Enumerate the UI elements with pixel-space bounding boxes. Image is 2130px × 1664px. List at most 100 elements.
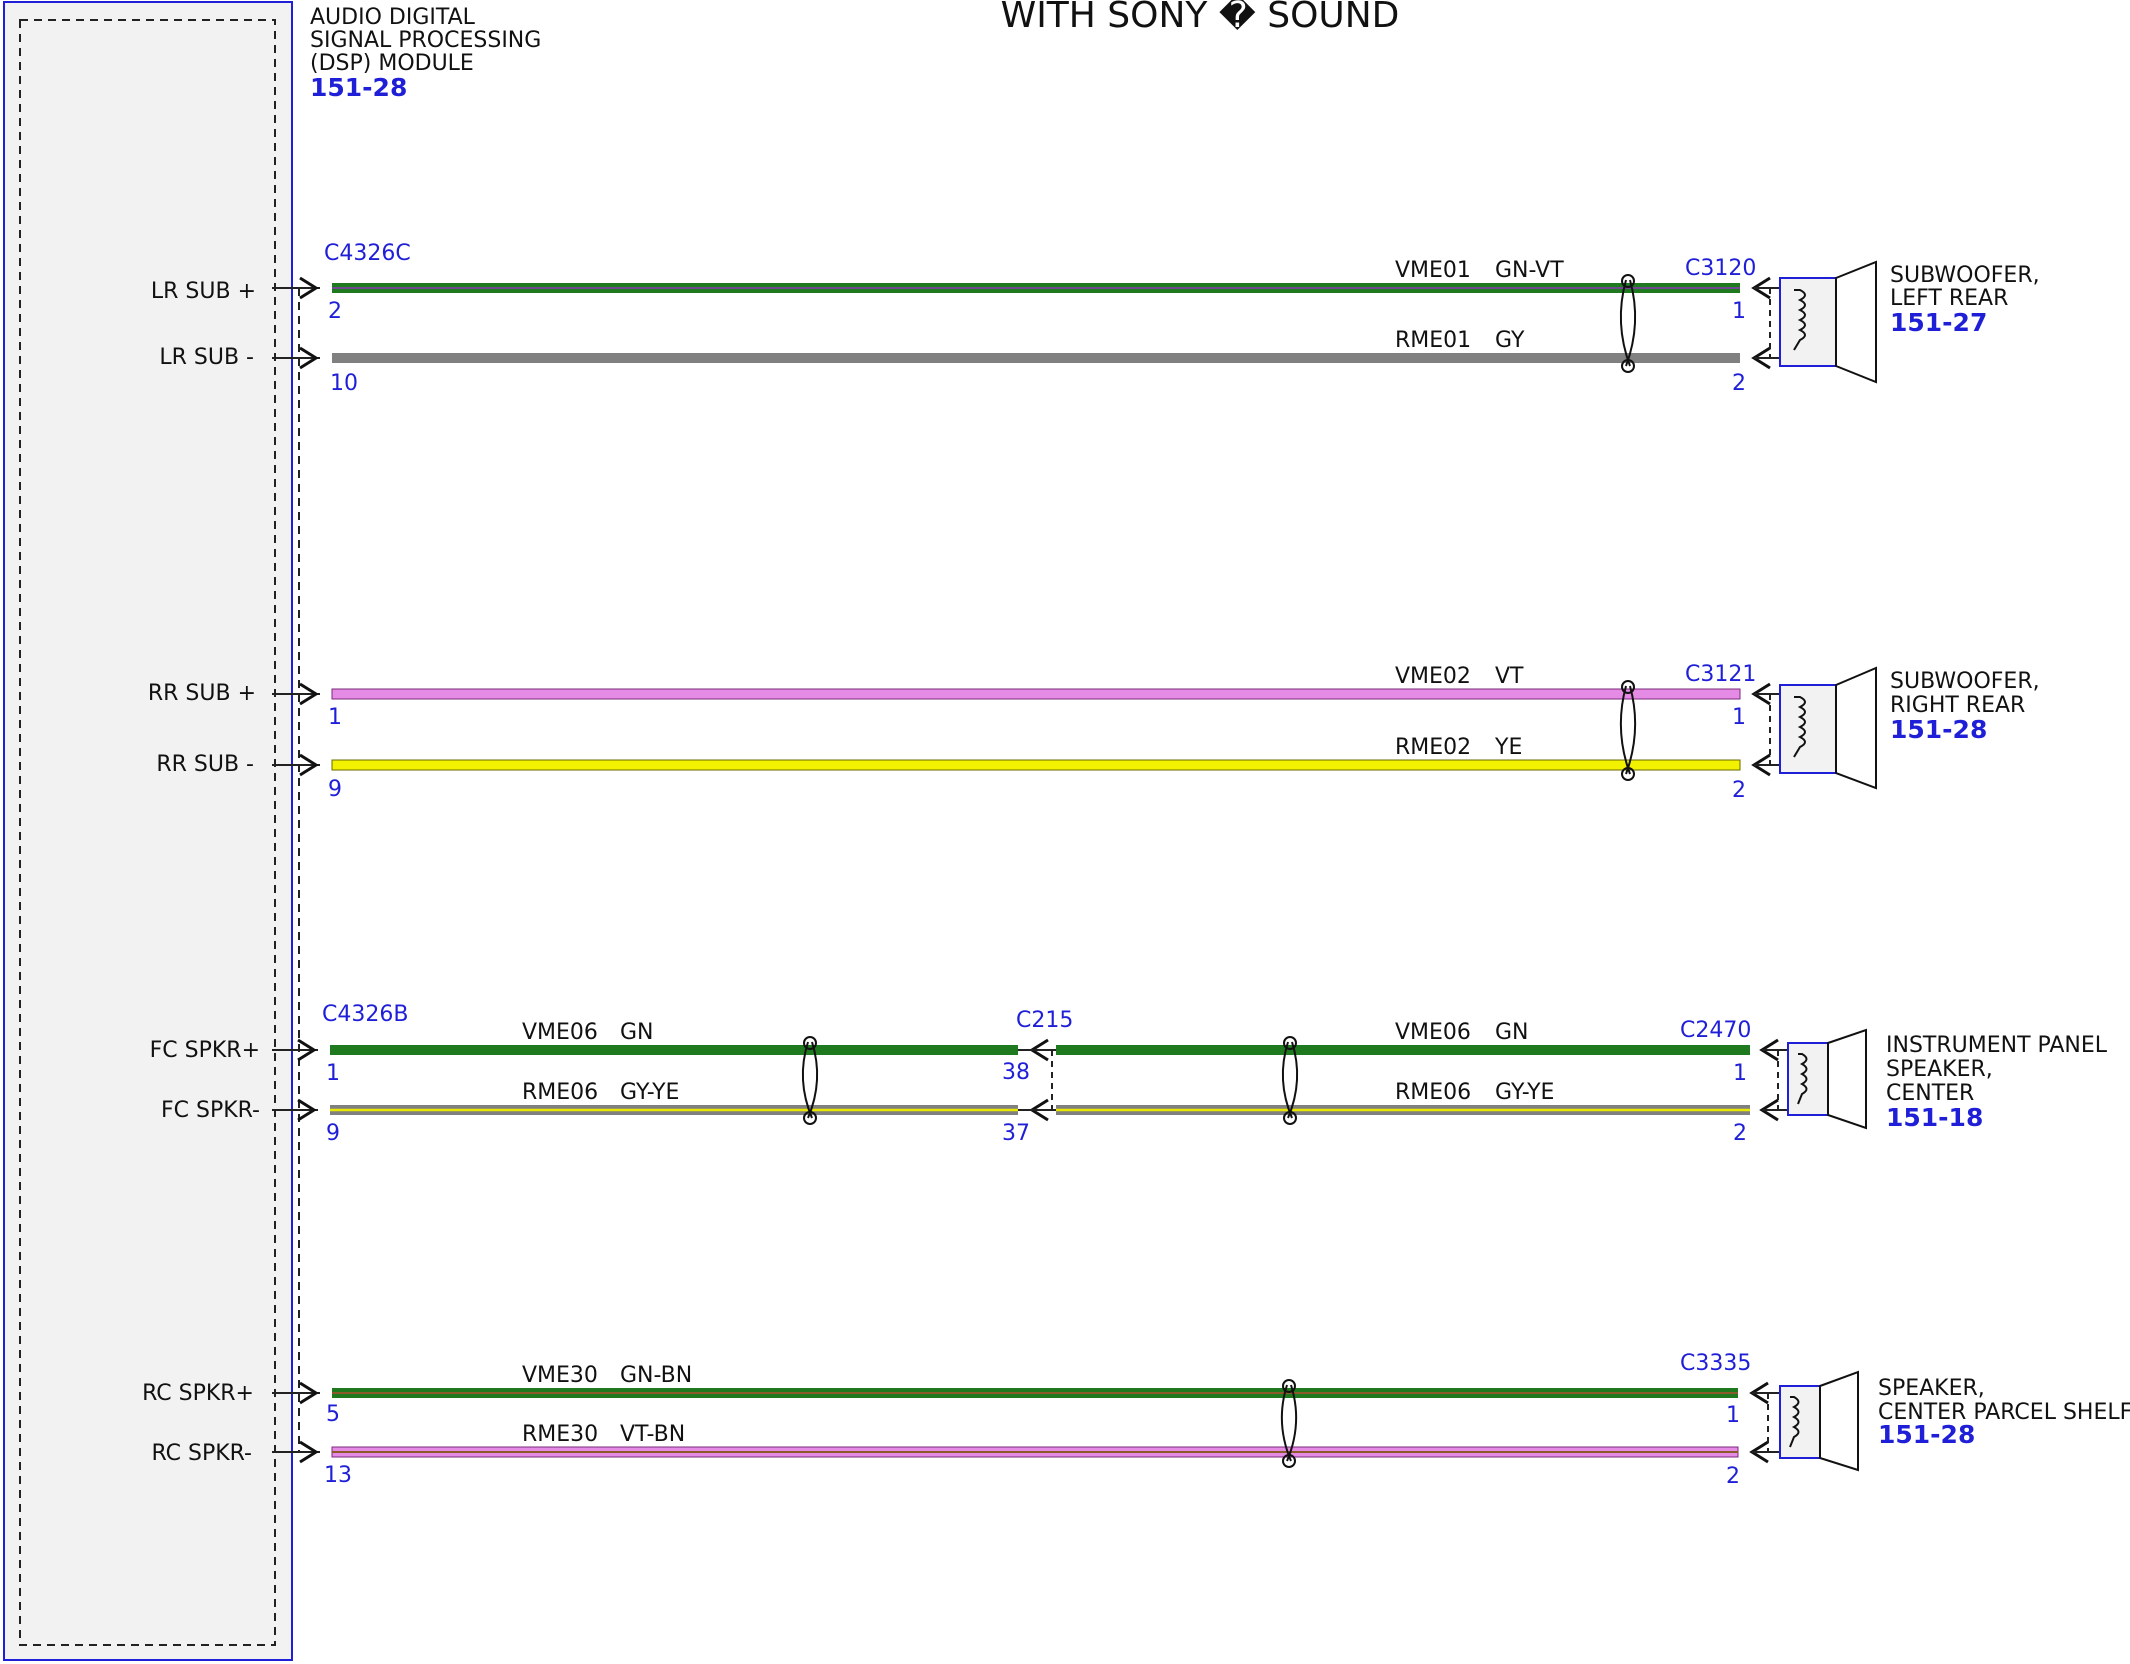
twisted-pair-symbol [801,1041,819,1119]
wire-id: RME06 [1395,1080,1471,1105]
speaker-coil-icon [1789,1396,1800,1448]
wire-id: RME02 [1395,735,1471,760]
module-ref: 151-28 [310,73,407,102]
inline-connector-id: C215 [1016,1008,1073,1033]
module-connector-id: C4326B [322,1002,408,1027]
module-connector-id: C4326C [324,241,411,266]
wire-vme06-right [1056,1045,1750,1055]
terminal-arrow [297,1098,317,1122]
twisted-pair-symbol [1280,1384,1298,1462]
device-name-line: RIGHT REAR [1890,693,2025,718]
terminal-arrow [299,276,319,300]
terminal-arrow [299,346,319,370]
wire-id: VME30 [522,1363,598,1388]
inline-pin: 37 [1002,1121,1030,1146]
speaker-cone-icon [1835,666,1877,790]
diagram-title: WITH SONY � SOUND [1001,0,1400,36]
module-pin: 5 [326,1402,340,1427]
device-connector-id: C3121 [1685,662,1756,687]
device-name-line: CENTER PARCEL SHELF [1878,1400,2130,1425]
pin-label-fc-spkr-pos: FC SPKR+ [150,1038,260,1063]
module-pin: 1 [328,705,342,730]
device-pin: 1 [1733,1061,1747,1086]
pin-label-rr-sub-pos: RR SUB + [148,681,256,706]
circuit-rc-spkr: RC SPKR+ RC SPKR- 5 13 VME30 GN-BN RME30… [142,1351,2130,1489]
twist-loop [1283,1111,1297,1125]
dsp-module-box [3,1,293,1661]
speaker-cone-icon [1827,1028,1867,1130]
wire-color: GN-BN [620,1363,692,1388]
wire-color: GY-YE [620,1080,679,1105]
device-ref: 151-18 [1886,1103,1983,1132]
wire-id: VME02 [1395,664,1471,689]
speaker-magnet [1779,1385,1821,1459]
twist-loop [803,1036,817,1050]
pin-label-lr-sub-pos: LR SUB + [151,279,256,304]
wire-color: YE [1494,735,1522,760]
inline-pin: 38 [1002,1060,1030,1085]
wire-color: GY-YE [1495,1080,1554,1105]
device-ref: 151-28 [1878,1420,1975,1449]
speaker-coil-icon [1797,1053,1808,1105]
device-pin: 1 [1732,705,1746,730]
twisted-pair-symbol [1619,685,1637,775]
pin-label-rc-spkr-neg: RC SPKR- [151,1441,252,1466]
device-name-line: CENTER [1886,1081,1974,1106]
device-connector-id: C3120 [1685,256,1756,281]
wire-color: VT [1495,664,1524,689]
device-pin: 1 [1726,1403,1740,1428]
wire-rme01 [332,353,1740,363]
pin-label-fc-spkr-neg: FC SPKR- [161,1098,260,1123]
twisted-pair-symbol [1281,1041,1299,1119]
circuit-fc-spkr: FC SPKR+ FC SPKR- C4326B 1 9 VME06 GN RM… [150,1002,2108,1146]
twist-loop [1282,1454,1296,1468]
twist-loop [1621,274,1635,288]
module-pin: 9 [328,777,342,802]
device-name-line: SPEAKER, [1886,1057,1993,1082]
twist-loop [1283,1036,1297,1050]
speaker-magnet [1779,684,1837,774]
device-pin: 1 [1732,299,1746,324]
wire-id: VME06 [522,1020,598,1045]
speaker-cone-icon [1835,260,1877,384]
wire-id: VME01 [1395,258,1471,283]
twist-loop [1282,1379,1296,1393]
device-name-line: LEFT REAR [1890,286,2008,311]
dsp-module-inner-boundary [19,19,276,1646]
wire-id: RME30 [522,1422,598,1447]
circuit-lr-sub: LR SUB + LR SUB - C4326C 2 10 VME01 GN-V… [151,241,2040,396]
wire-id: RME01 [1395,328,1471,353]
speaker-magnet [1787,1042,1829,1116]
module-pin: 13 [324,1463,352,1488]
wire-color: GY [1495,328,1525,353]
twisted-pair-symbol [1619,279,1637,367]
terminal-arrow [299,682,319,706]
speaker-cone-icon [1819,1370,1859,1472]
device-name-line: SUBWOOFER, [1890,263,2040,288]
twist-loop [803,1111,817,1125]
device-pin: 2 [1733,1121,1747,1146]
device-name-line: INSTRUMENT PANEL [1886,1033,2108,1058]
device-pin: 2 [1726,1464,1740,1489]
device-pin: 2 [1732,371,1746,396]
module-pin: 10 [330,371,358,396]
terminal-arrow [299,1381,319,1405]
module-name-line-2: SIGNAL PROCESSING [310,28,541,53]
device-pin: 2 [1732,778,1746,803]
device-ref: 151-28 [1890,715,1987,744]
speaker-coil-icon [1793,696,1806,758]
wire-color: GN-VT [1495,258,1564,283]
module-pin: 2 [328,299,342,324]
wire-rme02 [331,759,1741,771]
twist-loop [1621,359,1635,373]
terminal-arrow [297,1038,317,1062]
device-ref: 151-27 [1890,308,1987,337]
terminal-arrow [299,753,319,777]
wire-id: RME06 [522,1080,598,1105]
device-name-line: SUBWOOFER, [1890,669,2040,694]
speaker-coil-icon [1793,289,1806,351]
wire-id: VME06 [1395,1020,1471,1045]
module-name-line-1: AUDIO DIGITAL [310,5,476,30]
wire-color: VT-BN [620,1422,685,1447]
